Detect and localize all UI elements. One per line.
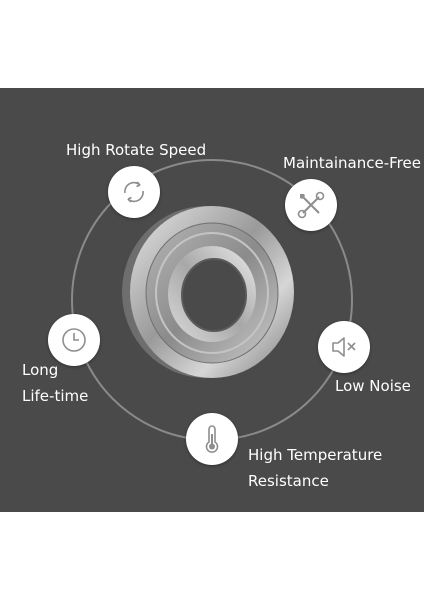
feature-panel: High Rotate Speed Maintainance-Free	[0, 88, 424, 512]
feature-label-maintenance: Maintainance-Free	[283, 154, 421, 172]
feature-label-temperature-line1: High Temperature	[248, 446, 383, 464]
feature-label-speed: High Rotate Speed	[66, 141, 207, 159]
feature-label-lifetime-line2: Life-time	[22, 387, 89, 405]
feature-label-noise: Low Noise	[335, 377, 411, 395]
feature-maintenance	[285, 179, 337, 231]
feature-noise	[318, 321, 370, 373]
feature-lifetime	[48, 314, 100, 366]
bearing-illustration	[71, 159, 353, 441]
feature-label-lifetime-line1: Long	[22, 361, 59, 379]
feature-speed	[108, 166, 160, 218]
bearing-bore	[182, 259, 246, 331]
thermometer-icon	[205, 425, 219, 453]
rotate-arrows-icon	[124, 181, 144, 203]
feature-diagram: High Rotate Speed Maintainance-Free	[0, 88, 424, 512]
feature-label-temperature-line2: Resistance	[248, 472, 329, 490]
wrench-screwdriver-icon	[297, 191, 325, 219]
speaker-muted-icon	[332, 337, 356, 357]
feature-temperature	[186, 413, 238, 465]
clock-icon	[62, 328, 86, 352]
